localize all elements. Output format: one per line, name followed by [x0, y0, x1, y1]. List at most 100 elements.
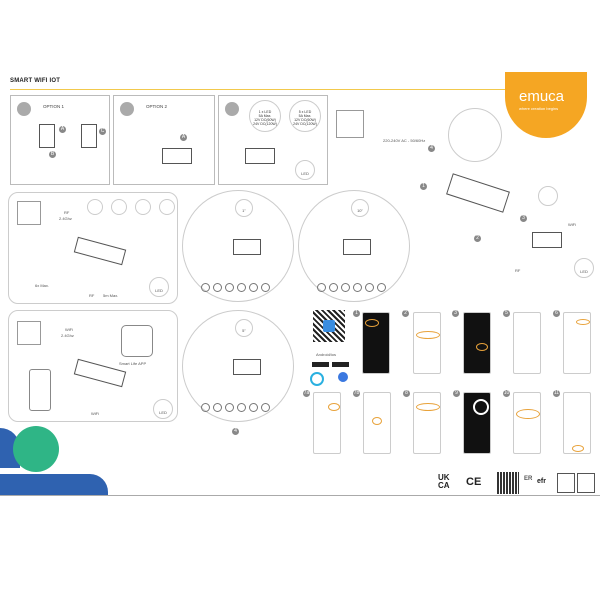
controller-box-icon [233, 239, 261, 255]
channel-4 [237, 283, 246, 292]
microphone-icon [225, 102, 239, 116]
pairing-circle-3: 5" [182, 310, 294, 422]
controller-box-icon [245, 148, 275, 164]
alexa-icon [310, 372, 324, 386]
highlight [516, 409, 540, 419]
wall-plate-icon [39, 124, 55, 148]
timer-icon: 1" [235, 199, 253, 217]
led-count: 1 x LED [258, 110, 272, 114]
led-max: 5A Max. [298, 114, 312, 118]
step-4-badge: 4 [428, 145, 435, 152]
highlight [576, 319, 590, 325]
channel-2 [329, 283, 338, 292]
efr-mark: efr [537, 478, 546, 485]
voltage-label: 220-240V AC - 50/60Hz [383, 138, 426, 143]
door-sensor-icon [111, 199, 127, 215]
tape-icon [17, 102, 31, 116]
channel-6 [261, 283, 270, 292]
step-badge: 9 [453, 390, 460, 397]
phone-screen-1 [362, 312, 390, 374]
channel-row [317, 279, 389, 297]
step-badge: 7b [353, 390, 360, 397]
pairing-circle-2: 10" [298, 190, 410, 302]
app-store-badge[interactable] [312, 362, 329, 367]
google-play-badge[interactable] [332, 362, 349, 367]
highlight [372, 417, 382, 425]
seal-icon [577, 473, 595, 493]
step-badge: 1 [353, 310, 360, 317]
wall-socket-icon [17, 321, 41, 345]
step-badge: 11 [553, 390, 560, 397]
seal-icon [557, 473, 575, 493]
screw-icon [120, 102, 134, 116]
led-max: 5A Max. [258, 114, 272, 118]
rf-label: RF [515, 268, 521, 273]
wifi-panel: WiFi 2.4Ghz Smart Life APP WiFi LED [8, 310, 178, 422]
channel-3 [225, 403, 234, 412]
rf-panel: RF 2.4Ghz 6x Max. RF 5m Max. LED [8, 192, 178, 304]
channel-row [201, 399, 273, 417]
option-2-panel: OPTION 2 A [113, 95, 215, 185]
phone-screen-11 [563, 392, 591, 454]
channel-4 [353, 283, 362, 292]
channel-1 [201, 283, 210, 292]
motion-sensor-icon [87, 199, 103, 215]
channel-5 [249, 403, 258, 412]
phone-screen-6 [563, 312, 591, 374]
phone-screen-9 [463, 392, 491, 454]
step-2-badge: 2 [474, 235, 481, 242]
option-1-label: OPTION 1 [43, 104, 65, 109]
led-icon: LED [295, 160, 315, 180]
step-badge: 2 [402, 310, 409, 317]
phone-screen-3 [463, 312, 491, 374]
highlight [476, 343, 488, 351]
dimmer-ring [473, 399, 489, 415]
channel-5 [365, 283, 374, 292]
channel-2 [213, 403, 222, 412]
step-badge: 5 [503, 310, 510, 317]
led-spec-multi: 5 x LED 5A Max. 12V DC(60W) 24V DC(120W) [289, 100, 321, 132]
phone-screen-5 [513, 312, 541, 374]
brand-logo: emuca where creation begins [505, 72, 587, 138]
led-icon: LED [574, 258, 594, 278]
channel-1 [201, 403, 210, 412]
channel-5 [249, 283, 258, 292]
led-icon: LED [149, 277, 169, 297]
step-4-badge: 4 [232, 428, 239, 435]
platform-label: Android/ios [316, 352, 337, 357]
led-spec-single: 1 x LED 5A Max. 12V DC(60W) 24V DC(120W) [249, 100, 281, 132]
channel-3 [341, 283, 350, 292]
channel-row [201, 279, 273, 297]
brand-name: emuca [519, 88, 565, 105]
microphone-icon [538, 186, 558, 206]
rf-range-label: RF [89, 293, 95, 298]
app-label: Smart Life APP [119, 361, 147, 366]
marker-b: B [49, 151, 56, 158]
led-icon: LED [153, 399, 173, 419]
highlight [328, 403, 340, 411]
range-label: 5m Max. [103, 293, 119, 298]
wifi-frequency: 2.4Ghz [61, 333, 74, 338]
max-devices-label: 6x Max. [35, 283, 50, 288]
step-3-badge: 3 [520, 215, 527, 222]
led-count: 5 x LED [298, 110, 312, 114]
phone-screen-8 [413, 392, 441, 454]
page-title: SMART WIFI IOT [10, 78, 61, 84]
phone-screen-2 [413, 312, 441, 374]
highlight [572, 445, 584, 452]
rf-frequency: 2.4Ghz [59, 216, 72, 221]
phone-screen-7b [363, 392, 391, 454]
ce-mark: CE [466, 476, 482, 488]
google-assistant-icon [338, 372, 348, 382]
step-1-badge: 1 [420, 183, 427, 190]
er-mark: ER [524, 476, 533, 482]
step-badge: 6 [553, 310, 560, 317]
rf-signal-label: RF [64, 210, 70, 215]
ukca-mark: UK CA [438, 473, 450, 490]
wifi-label: WiFi [568, 222, 576, 227]
channel-2 [213, 283, 222, 292]
controller-box-icon [233, 359, 261, 375]
phone-screen-7a [313, 392, 341, 454]
channel-6 [377, 283, 386, 292]
marker-c: C [99, 128, 106, 135]
